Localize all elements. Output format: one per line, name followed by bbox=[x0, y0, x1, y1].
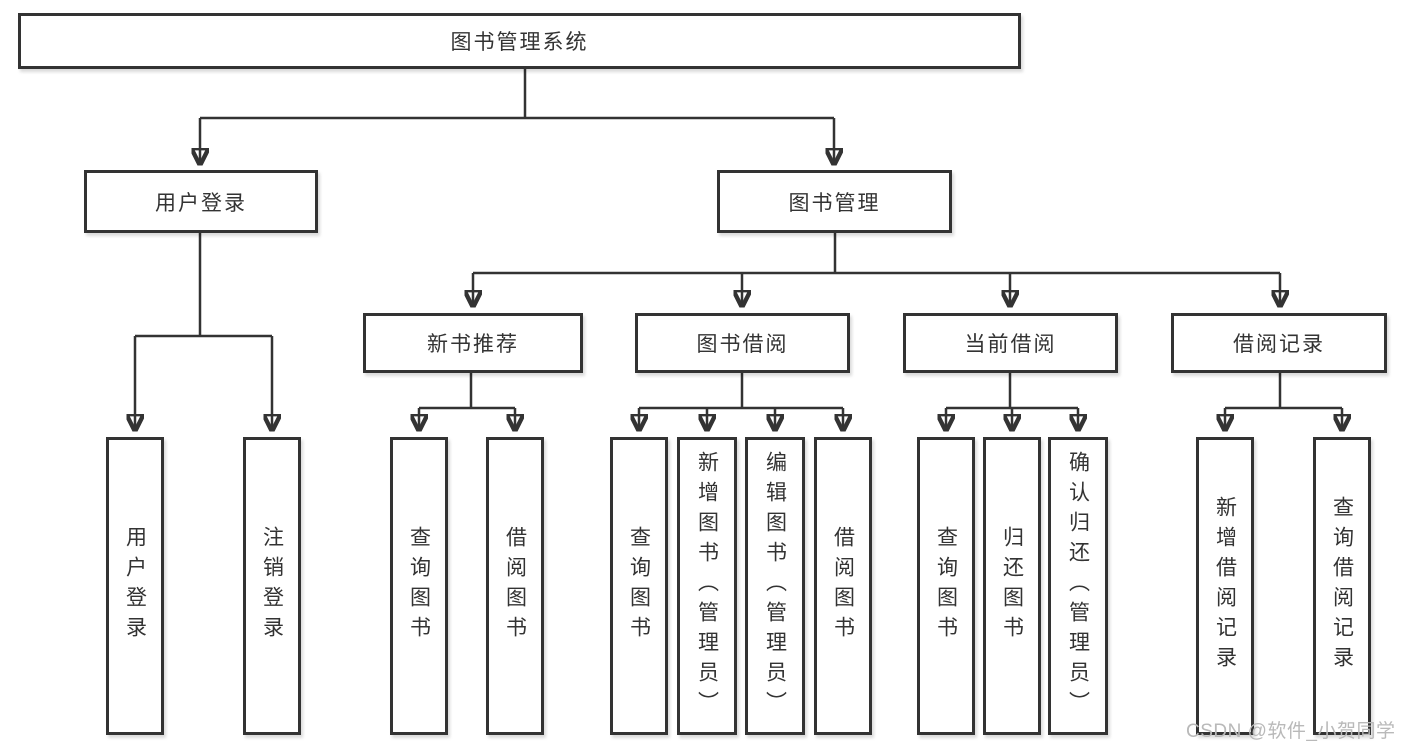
node-current-borrow-label: 当前借阅 bbox=[964, 333, 1057, 356]
node-book-borrow-label: 图书借阅 bbox=[696, 333, 789, 356]
connector-skeleton bbox=[135, 69, 1342, 410]
node-root-library-system: 图书管理系统 bbox=[18, 13, 1021, 69]
leaf-logout: 注销登录 bbox=[243, 437, 301, 735]
leaf-add-books-admin-label: 新增图书（管理员） bbox=[695, 451, 719, 721]
node-new-book-recommend: 新书推荐 bbox=[363, 313, 583, 373]
leaf-borrow-books: 借阅图书 bbox=[814, 437, 872, 735]
leaf-return-books-label: 归还图书 bbox=[1000, 526, 1024, 646]
leaf-edit-books-admin-label: 编辑图书（管理员） bbox=[763, 451, 787, 721]
leaf-user-login-label: 用户登录 bbox=[123, 526, 147, 646]
leaf-logout-label: 注销登录 bbox=[260, 526, 284, 646]
leaf-current-query-books-label: 查询图书 bbox=[934, 526, 958, 646]
leaf-user-login: 用户登录 bbox=[106, 437, 164, 735]
leaf-return-books: 归还图书 bbox=[983, 437, 1041, 735]
node-user-login: 用户登录 bbox=[84, 170, 318, 233]
leaf-borrow-books-label: 借阅图书 bbox=[831, 526, 855, 646]
node-book-management: 图书管理 bbox=[717, 170, 952, 233]
node-new-book-recommend-label: 新书推荐 bbox=[427, 333, 519, 356]
leaf-query-borrow-record-label: 查询借阅记录 bbox=[1330, 496, 1354, 676]
leaf-recommend-query-books-label: 查询图书 bbox=[407, 526, 431, 646]
leaf-recommend-query-books: 查询图书 bbox=[390, 437, 448, 735]
leaf-current-query-books: 查询图书 bbox=[917, 437, 975, 735]
csdn-watermark: CSDN @软件_小贺同学 bbox=[1186, 721, 1396, 742]
node-current-borrow: 当前借阅 bbox=[903, 313, 1118, 373]
node-borrow-records-label: 借阅记录 bbox=[1233, 333, 1325, 356]
leaf-add-borrow-record-label: 新增借阅记录 bbox=[1213, 496, 1237, 676]
node-user-login-label: 用户登录 bbox=[155, 191, 247, 215]
leaf-recommend-borrow-books: 借阅图书 bbox=[486, 437, 544, 735]
leaf-add-books-admin: 新增图书（管理员） bbox=[677, 437, 737, 735]
leaf-query-borrow-record: 查询借阅记录 bbox=[1313, 437, 1371, 735]
node-root-label: 图书管理系统 bbox=[450, 31, 589, 54]
leaf-borrow-query-books: 查询图书 bbox=[610, 437, 668, 735]
leaf-confirm-return-admin-label: 确认归还（管理员） bbox=[1066, 451, 1090, 721]
leaf-borrow-query-books-label: 查询图书 bbox=[627, 526, 651, 646]
leaf-recommend-borrow-books-label: 借阅图书 bbox=[503, 526, 527, 646]
leaf-confirm-return-admin: 确认归还（管理员） bbox=[1048, 437, 1108, 735]
leaf-edit-books-admin: 编辑图书（管理员） bbox=[745, 437, 805, 735]
node-borrow-records: 借阅记录 bbox=[1171, 313, 1387, 373]
node-book-management-label: 图书管理 bbox=[788, 191, 881, 215]
node-book-borrow: 图书借阅 bbox=[635, 313, 850, 373]
leaf-add-borrow-record: 新增借阅记录 bbox=[1196, 437, 1254, 735]
